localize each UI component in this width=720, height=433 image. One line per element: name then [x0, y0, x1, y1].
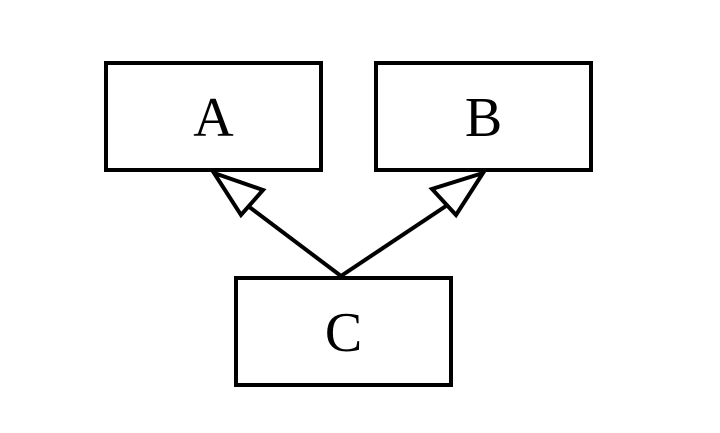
node-b: B [374, 61, 593, 172]
node-c-label: C [325, 302, 362, 364]
node-a-label: A [193, 87, 234, 149]
edge-c-to-a [209, 169, 343, 278]
node-b-label: B [465, 87, 502, 149]
edge-c-to-a-arrowhead [209, 169, 267, 219]
edge-c-to-b-line [339, 198, 457, 278]
edge-c-to-a-line [238, 198, 343, 278]
edge-c-to-b [339, 169, 488, 278]
node-b-box [374, 61, 593, 172]
edge-c-to-b-arrowhead [428, 169, 488, 219]
node-a-box [104, 61, 323, 172]
node-c: C [234, 276, 453, 387]
node-c-box [234, 276, 453, 387]
node-a: A [104, 61, 323, 172]
